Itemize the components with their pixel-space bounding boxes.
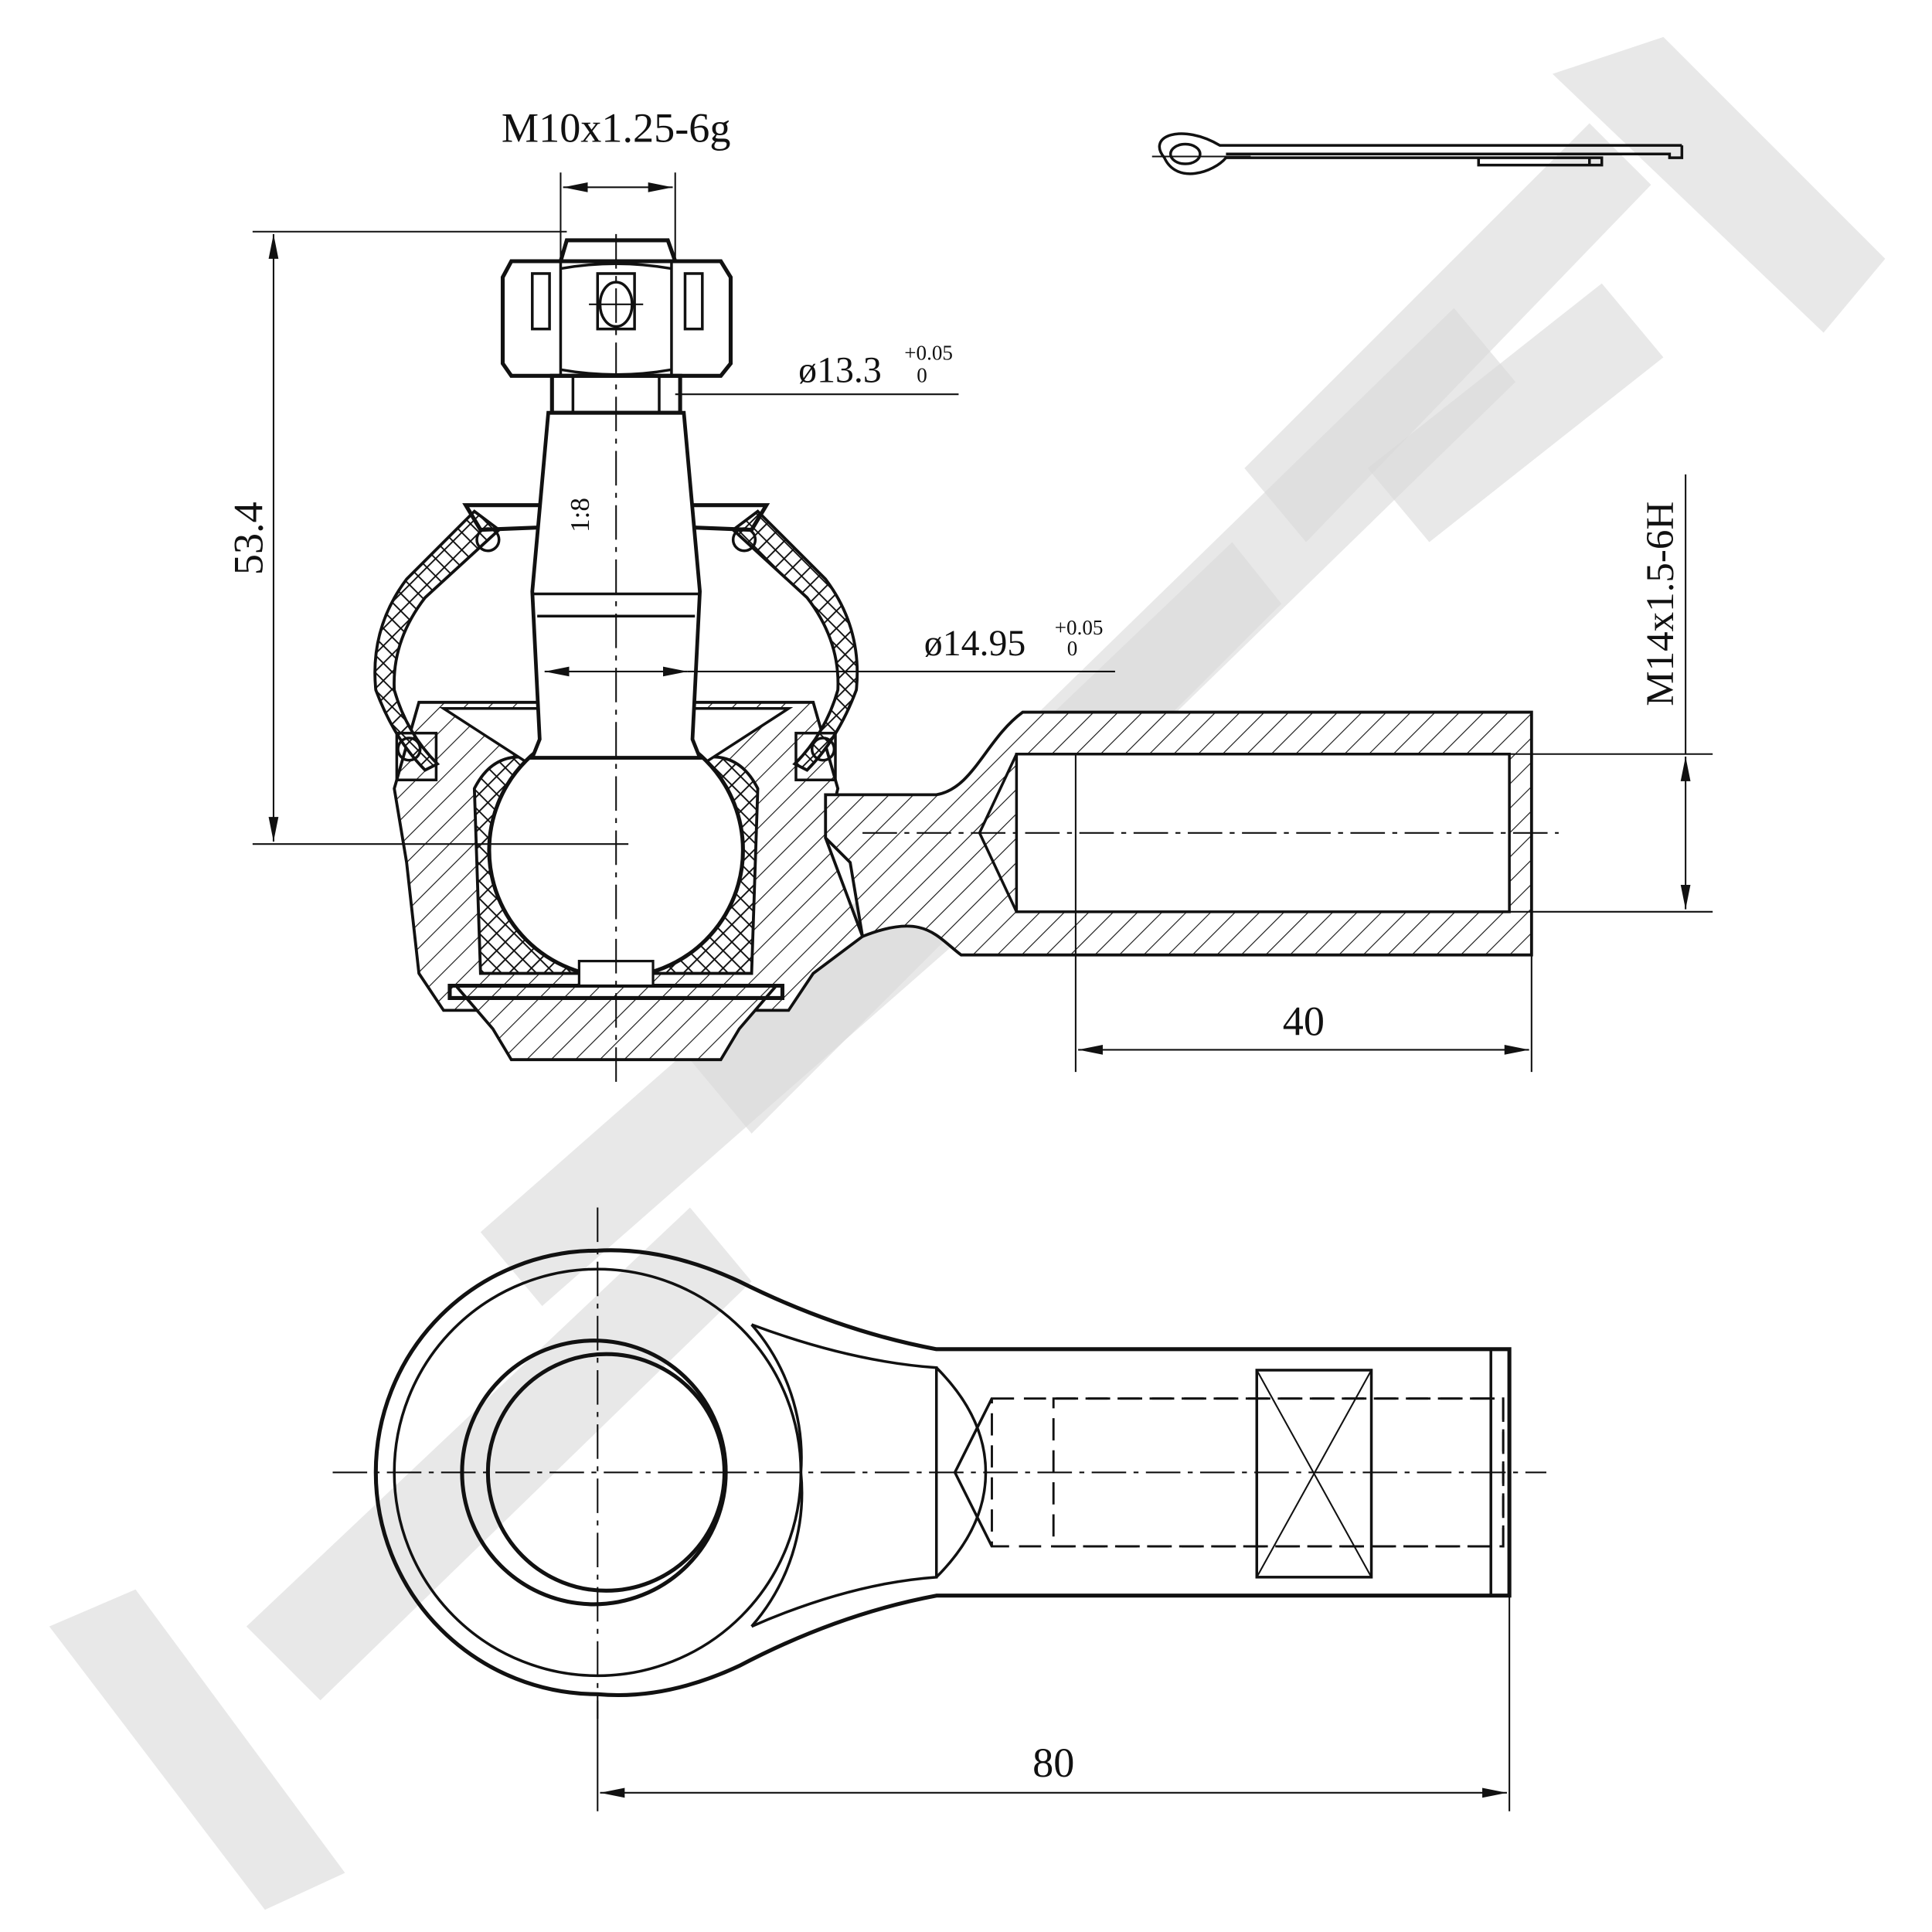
dia-large-label: ø14.95 xyxy=(924,623,1026,664)
watermark-logo xyxy=(49,36,1886,1910)
dimension-thread-depth: 40 xyxy=(1074,911,1532,1073)
dimension-stud-thread: M10x1.25-6g xyxy=(502,104,731,262)
dimension-overall-length: 80 xyxy=(597,1595,1511,1811)
cotter-pin xyxy=(1151,132,1684,175)
plan-view xyxy=(332,1207,1546,1719)
stud-thread-label: M10x1.25-6g xyxy=(502,104,731,151)
dia-small-tol-lower: 0 xyxy=(917,363,927,386)
dia-large-tol-upper: +0.05 xyxy=(1055,616,1104,639)
overall-length-label: 80 xyxy=(1032,1740,1074,1786)
dia-large-tol-lower: 0 xyxy=(1067,637,1078,660)
dimension-inner-thread: M14x1.5-6H xyxy=(1509,474,1713,913)
dimension-dia-large: ø14.95 +0.05 0 xyxy=(544,616,1115,677)
dia-small-tol-upper: +0.05 xyxy=(904,342,953,365)
height-label: 53.4 xyxy=(226,502,272,575)
dimension-height: 53.4 xyxy=(226,230,629,845)
inner-thread-label: M14x1.5-6H xyxy=(1639,502,1682,706)
dimension-dia-small: ø13.3 +0.05 0 xyxy=(675,342,959,396)
thread-depth-label: 40 xyxy=(1283,998,1325,1044)
taper-ratio-label: 1:8 xyxy=(565,498,595,532)
dia-small-label: ø13.3 xyxy=(798,349,882,390)
